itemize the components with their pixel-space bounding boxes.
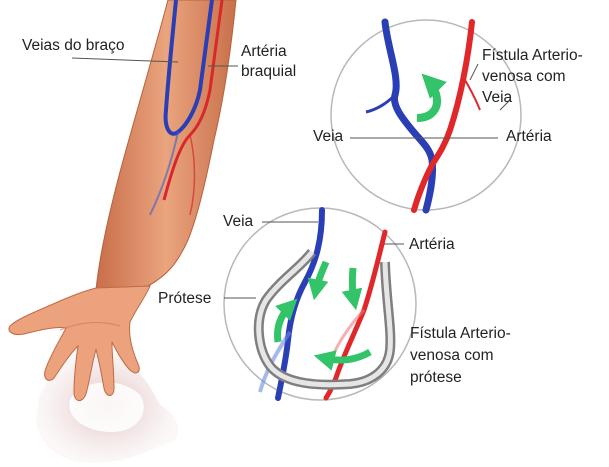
bottom-inset: [224, 208, 416, 400]
label-brachial-artery-line2: braquial: [241, 62, 296, 81]
label-top-fistula-line3: Veia: [482, 88, 512, 107]
label-bottom-fistula-line1: Fístula Arterio-: [410, 324, 511, 343]
bottom-flow-arrow-2: [352, 268, 354, 300]
label-bottom-artery: Artéria: [409, 235, 455, 254]
label-top-artery: Artéria: [506, 127, 552, 146]
label-bottom-fistula-line2: venosa com: [410, 346, 494, 365]
label-top-fistula-line2: venosa com: [482, 67, 566, 86]
label-top-vein: Veia: [313, 127, 343, 146]
label-prosthesis: Prótese: [158, 289, 211, 308]
label-top-fistula-line1: Fístula Arterio-: [482, 46, 583, 65]
label-bottom-vein: Veia: [223, 212, 253, 231]
label-bottom-fistula-line3: prótese: [410, 368, 462, 387]
label-arm-veins: Veias do braço: [22, 36, 125, 55]
label-brachial-artery-line1: Artéria: [241, 42, 287, 61]
